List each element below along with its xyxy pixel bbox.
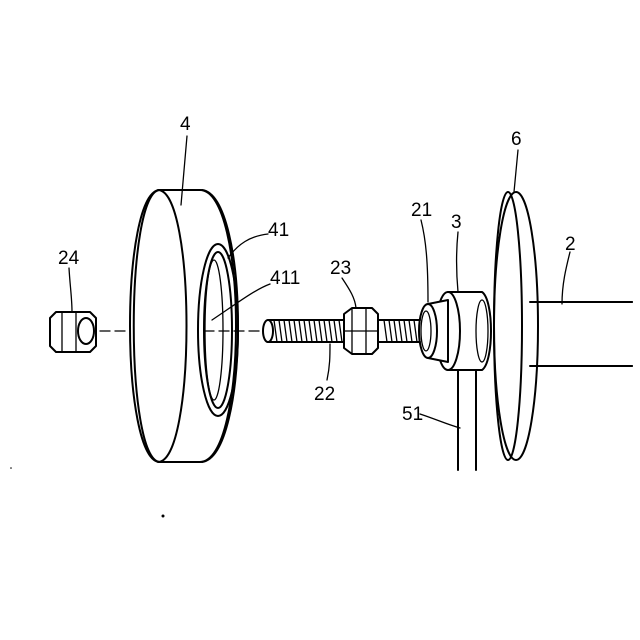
label-22: 22 <box>314 384 335 405</box>
thread-mark <box>294 320 297 342</box>
thread-mark <box>394 320 397 342</box>
thread-mark <box>284 320 287 342</box>
label-23: 23 <box>330 258 351 279</box>
disc <box>494 192 538 460</box>
label-41: 41 <box>268 220 289 241</box>
wheel <box>130 190 238 462</box>
arm <box>458 360 476 470</box>
thread-mark <box>319 320 322 342</box>
label-6: 6 <box>511 129 522 150</box>
thread-mark <box>399 320 402 342</box>
thread-mark <box>314 320 317 342</box>
thread-mark <box>409 320 412 342</box>
hub-collar <box>419 300 448 362</box>
thread-mark <box>329 320 332 342</box>
speck <box>10 467 12 469</box>
thread-mark <box>304 320 307 342</box>
label-411: 411 <box>270 268 300 289</box>
label-4: 4 <box>180 114 191 135</box>
label-21: 21 <box>411 200 432 221</box>
label-51: 51 <box>402 404 423 425</box>
thread-mark <box>334 320 337 342</box>
thread-mark <box>404 320 407 342</box>
thread-mark <box>324 320 327 342</box>
thread-mark <box>384 320 387 342</box>
speck <box>162 515 165 518</box>
thread-mark <box>414 320 417 342</box>
rod-nut <box>344 308 378 354</box>
end-nut <box>50 312 96 352</box>
thread-mark <box>299 320 302 342</box>
thread-mark <box>339 320 342 342</box>
thread-mark <box>289 320 292 342</box>
label-24: 24 <box>58 248 80 269</box>
threaded-rod <box>263 320 420 342</box>
label-2: 2 <box>565 234 576 255</box>
label-3: 3 <box>451 212 462 233</box>
thread-mark <box>274 320 277 342</box>
thread-mark <box>309 320 312 342</box>
thread-mark <box>389 320 392 342</box>
thread-mark <box>279 320 282 342</box>
